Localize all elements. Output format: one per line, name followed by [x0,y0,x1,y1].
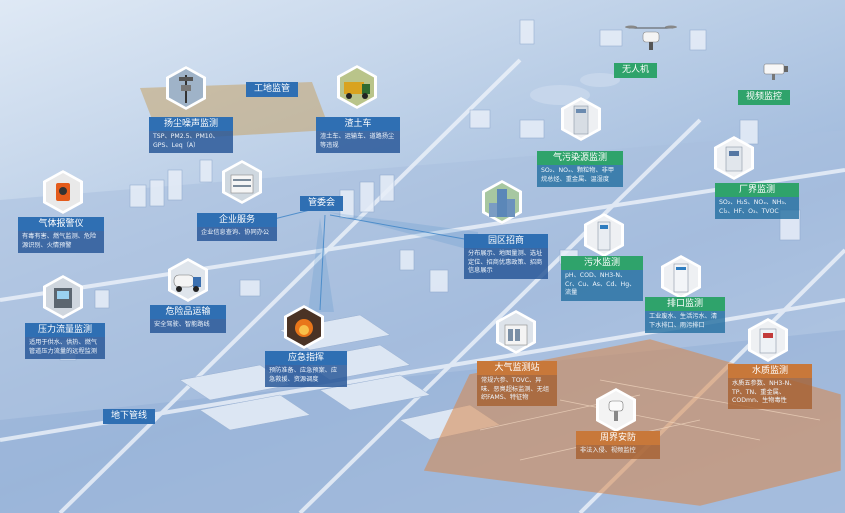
tag-drone[interactable]: 无人机 [614,63,658,78]
label-title: 园区招商 [464,234,548,248]
label-desc: 有毒有害、燃气监测、危险源识别、火情预警 [18,231,104,253]
label-title: 污水监测 [561,256,643,270]
label-muck-truck[interactable]: 渣土车 渣土车、运输车、道路扬尘等违规 [316,117,400,153]
label-title: 扬尘噪声监测 [149,117,233,131]
label-desc: pH、COD、NH3-N、Cr、Cu、As、Cd、Hg、流量 [561,270,643,301]
label-desc: 企业信息查询、协同办公 [197,227,277,241]
label-air-pollution-source[interactable]: 气污染源监测 SO₂、NOₓ、颗粒物、非甲烷总烃、重金属、温湿度 [537,151,623,187]
label-title: 排口监测 [645,297,725,311]
outlet-monitor-cabinet-icon[interactable] [661,255,701,299]
water-sampler-icon[interactable] [584,213,624,257]
label-desc: 渣土车、运输车、道路扬尘等违规 [316,131,400,153]
label-desc: 水质五参数、NH3-N、TP、TN、重金属、CODmn、生物毒性 [728,378,812,409]
ptz-camera-icon[interactable] [596,388,636,432]
label-enterprise-service[interactable]: 企业服务 企业信息查询、协同办公 [197,213,277,241]
label-hazmat-transport[interactable]: 危险品运输 安全驾驶、智能路线 [150,305,226,333]
emergency-fire-icon[interactable] [284,305,324,349]
label-desc: 常规六参、TOVC、异味、恶臭超标监测、无组织FAMS、特征物 [477,375,557,406]
label-title: 周界安防 [576,431,660,445]
label-title: 厂界监测 [715,183,799,197]
tag-video-surveillance[interactable]: 视频监控 [738,90,791,105]
label-title: 气污染源监测 [537,151,623,165]
label-gas-alarm[interactable]: 气体报警仪 有毒有害、燃气监测、危险源识别、火情预警 [18,217,104,253]
label-perimeter-security[interactable]: 周界安防 非法入侵、视频监控 [576,431,660,459]
emission-analyzer-cabinet-icon[interactable] [561,97,601,141]
label-desc: SO₂、H₂S、NOₓ、NH₃、Cl₂、HF、O₃、TVOC [715,197,799,219]
label-water-quality[interactable]: 水质监测 水质五参数、NH3-N、TP、TN、重金属、CODmn、生物毒性 [728,364,812,409]
label-title: 大气监测站 [477,361,557,375]
label-desc: 安全驾驶、智能路线 [150,319,226,333]
tanker-truck-icon[interactable] [168,258,208,302]
label-title: 渣土车 [316,117,400,131]
label-desc: 非法入侵、视频监控 [576,445,660,459]
label-air-monitoring-station[interactable]: 大气监测站 常规六参、TOVC、异味、恶臭超标监测、无组织FAMS、特征物 [477,361,557,406]
label-outlet-monitoring[interactable]: 排口监测 工业废水、生活污水、清下水排口、雨污排口 [645,297,725,333]
tag-management-committee[interactable]: 管委会 [300,196,344,211]
dust-monitor-pole-icon[interactable] [166,66,206,110]
label-title: 压力流量监测 [25,323,105,337]
label-investment-promotion[interactable]: 园区招商 分布展示、地图量测、选址定位、招商优惠政策、招商信息展示 [464,234,548,279]
drone-icon[interactable] [625,18,677,58]
air-station-icon[interactable] [496,310,536,354]
label-emergency-command[interactable]: 应急指挥 预防准备、应急预案、应急救援、资源调度 [265,351,347,387]
boundary-monitor-cabinet-icon[interactable] [714,136,754,180]
pressure-flow-terminal-icon[interactable] [43,275,83,319]
label-title: 应急指挥 [265,351,347,365]
label-title: 气体报警仪 [18,217,104,231]
label-desc: SO₂、NOₓ、颗粒物、非甲烷总烃、重金属、温湿度 [537,165,623,187]
label-dust-noise-monitoring[interactable]: 扬尘噪声监测 TSP、PM2.5、PM10、GPS、Leq（A） [149,117,233,153]
label-desc: 工业废水、生活污水、清下水排口、雨污排口 [645,311,725,333]
label-title: 危险品运输 [150,305,226,319]
label-desc: 预防准备、应急预案、应急救援、资源调度 [265,365,347,387]
tag-construction-supervision[interactable]: 工地监管 [246,82,299,97]
label-desc: TSP、PM2.5、PM10、GPS、Leq（A） [149,131,233,153]
label-title: 水质监测 [728,364,812,378]
water-quality-cabinet-icon[interactable] [748,318,788,362]
label-title: 企业服务 [197,213,277,227]
tag-underground-pipeline[interactable]: 地下管线 [103,409,156,424]
label-desc: 分布展示、地图量测、选址定位、招商优惠政策、招商信息展示 [464,248,548,279]
label-boundary-monitoring[interactable]: 厂界监测 SO₂、H₂S、NOₓ、NH₃、Cl₂、HF、O₃、TVOC [715,183,799,219]
label-pressure-flow[interactable]: 压力流量监测 适用于供水、供热、燃气管道压力流量的远程监测 [25,323,105,359]
security-camera-icon[interactable] [760,60,792,82]
label-sewage-monitoring[interactable]: 污水监测 pH、COD、NH3-N、Cr、Cu、As、Cd、Hg、流量 [561,256,643,301]
label-desc: 适用于供水、供热、燃气管道压力流量的远程监测 [25,337,105,359]
